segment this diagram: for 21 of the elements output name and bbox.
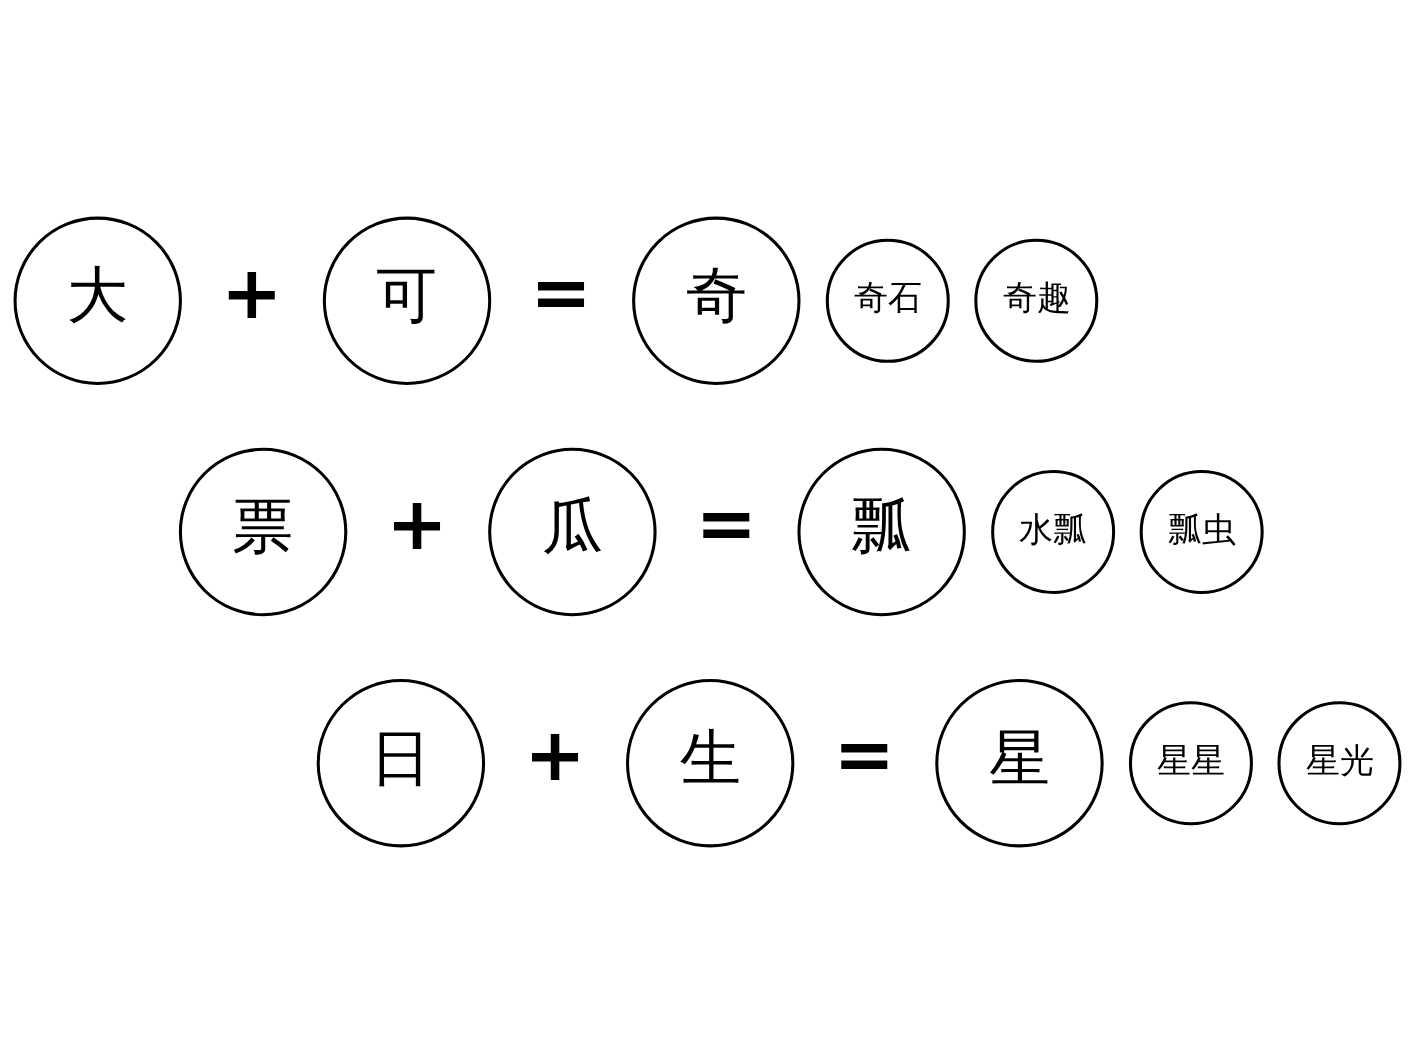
node-circle: 水瓢 — [991, 470, 1116, 594]
node-circle: 票 — [178, 447, 348, 617]
node-circle: 瓢 — [797, 447, 966, 617]
label: + — [220, 249, 283, 335]
node-circle: 奇趣 — [974, 238, 1099, 363]
node-circle: 大 — [13, 216, 182, 385]
node-circle: 日 — [316, 679, 486, 848]
node-circle: 生 — [625, 679, 795, 848]
node-circle: 星星 — [1128, 701, 1253, 826]
node-circle: 可 — [322, 216, 492, 385]
label: + — [386, 480, 448, 566]
label: + — [524, 711, 586, 797]
node-circle: 奇 — [632, 216, 801, 385]
node-circle: 星 — [935, 679, 1104, 848]
label: = — [833, 711, 896, 797]
node-circle: 瓢虫 — [1139, 470, 1264, 594]
label: = — [530, 249, 592, 335]
node-circle: 瓜 — [488, 447, 657, 617]
label: = — [695, 480, 758, 566]
node-circle: 奇石 — [825, 238, 950, 363]
node-circle: 星光 — [1277, 701, 1402, 826]
